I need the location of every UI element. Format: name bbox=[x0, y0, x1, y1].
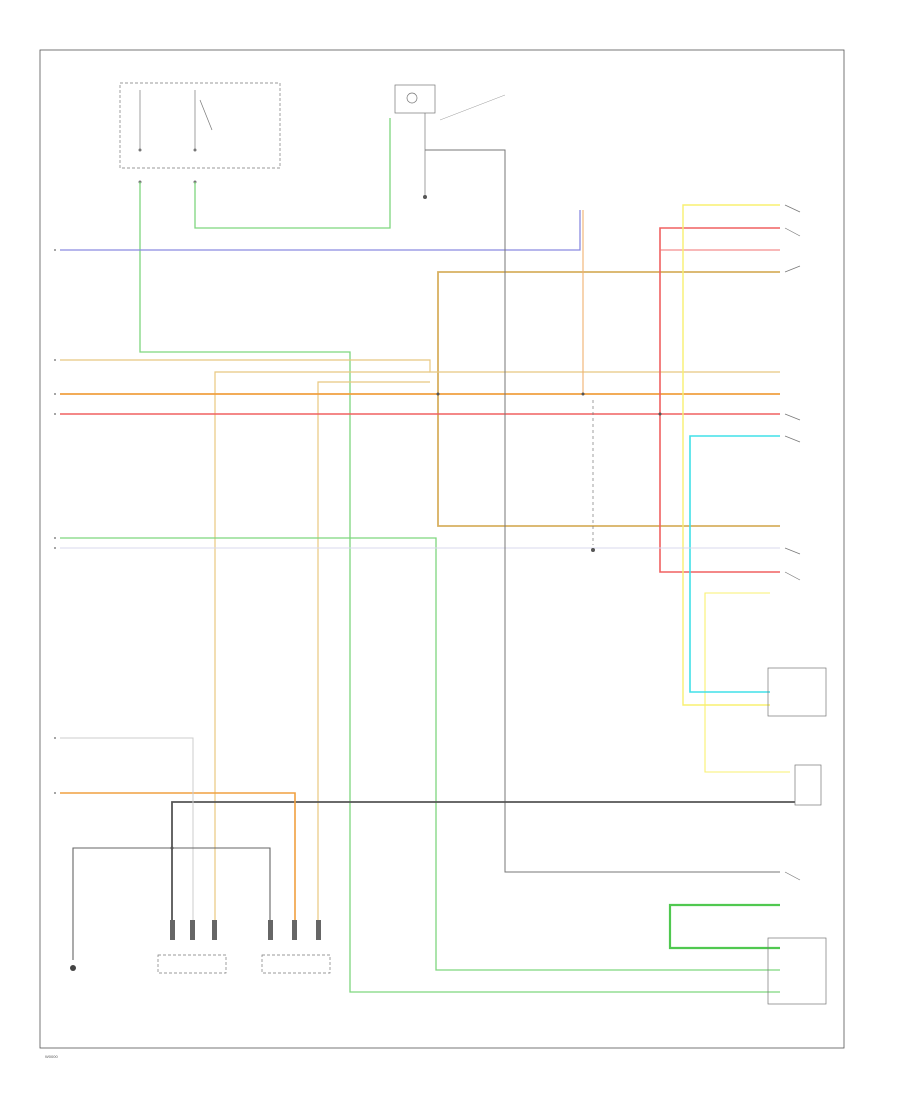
module-box-right-3 bbox=[767, 937, 827, 1005]
wire-cyan bbox=[689, 435, 780, 693]
wire-green-2 bbox=[60, 537, 780, 971]
wire-green-top bbox=[194, 118, 391, 229]
wire-tan-1 bbox=[60, 359, 780, 373]
footer-label: W0000 bbox=[45, 1054, 58, 1059]
wire-orange-lower bbox=[60, 792, 296, 925]
connector-bottom-left bbox=[157, 954, 227, 974]
relay-box-top-center bbox=[394, 84, 436, 114]
wire-tan-box bbox=[437, 271, 780, 527]
wire-green-bottom bbox=[668, 903, 780, 950]
wire-green-main bbox=[139, 182, 780, 993]
wire-red-right bbox=[659, 227, 780, 573]
wire-tan-2 bbox=[214, 371, 430, 925]
wire-blue bbox=[60, 210, 581, 251]
wire-gray-thick bbox=[171, 801, 795, 925]
wire-tan-3 bbox=[317, 381, 430, 925]
relay-box-top-left bbox=[119, 82, 281, 169]
wire-yellow-2 bbox=[704, 592, 790, 773]
module-box-right-2 bbox=[794, 764, 822, 806]
connector-bottom-center bbox=[261, 954, 331, 974]
diagram-border bbox=[39, 49, 845, 1049]
module-box-right-1 bbox=[767, 667, 827, 717]
wire-gray-right bbox=[425, 149, 780, 873]
wire-yellow bbox=[682, 204, 780, 706]
wire-lightgray bbox=[60, 737, 194, 925]
